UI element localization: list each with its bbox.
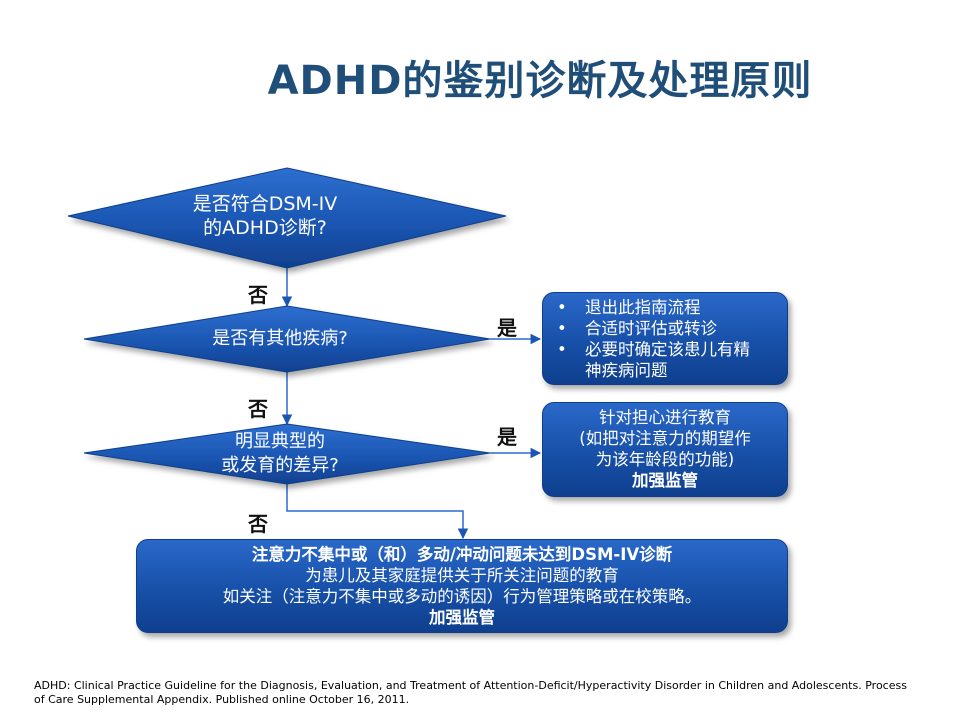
education-line1: 针对担心进行教育 (599, 408, 731, 427)
diamond-dsm-line1: 是否符合DSM-IV (192, 193, 338, 215)
decision-diamond-variation (83, 423, 491, 485)
education-line2: (如把对注意力的期望作 (579, 429, 751, 448)
diamond-variation-line2: 或发育的差异? (221, 455, 339, 476)
subthreshold-box: 注意力不集中或（和）多动/冲动问题未达到DSM-IV诊断 为患儿及其家庭提供关于… (136, 539, 788, 633)
label-yes-1: 是 (497, 316, 517, 340)
label-yes-2: 是 (497, 425, 517, 449)
decision-diamond-other-disease (83, 305, 491, 373)
subthreshold-line1: 注意力不集中或（和）多动/冲动问题未达到DSM-IV诊断 (251, 545, 673, 564)
diamond-variation-text: 明显典型的 或发育的差异? (180, 430, 380, 478)
exit-guideline-box: 退出此指南流程 合适时评估或转诊 必要时确定该患儿有精 神疾病问题 (542, 292, 788, 385)
list-item: 必要时确定该患儿有精 (543, 339, 787, 360)
diamond-other-disease-text: 是否有其他疾病? (212, 328, 348, 349)
diamond-variation-line1: 明显典型的 (235, 431, 325, 452)
label-no-2: 否 (248, 397, 268, 421)
subthreshold-line3: 如关注（注意力不集中或多动的诱因）行为管理策略或在校策略。 (222, 587, 702, 606)
decision-diamond-dsm (67, 167, 507, 269)
education-line3: 为该年龄段的功能) (595, 450, 735, 469)
list-item-continuation: 神疾病问题 (543, 360, 787, 381)
subthreshold-line4: 加强监管 (429, 608, 495, 627)
diamond-dsm-text: 是否符合DSM-IV 的ADHD诊断? (170, 192, 360, 240)
education-box: 针对担心进行教育 (如把对注意力的期望作 为该年龄段的功能) 加强监管 (542, 402, 788, 497)
footnote-citation: ADHD: Clinical Practice Guideline for th… (34, 679, 907, 706)
page-title: ADHD的鉴别诊断及处理原则 (267, 58, 813, 104)
subthreshold-line2: 为患儿及其家庭提供关于所关注问题的教育 (305, 566, 619, 585)
list-item: 合适时评估或转诊 (543, 318, 787, 339)
label-no-1: 否 (248, 283, 268, 307)
list-item-continuation-text: 神疾病问题 (585, 361, 668, 380)
label-no-3: 否 (248, 512, 268, 536)
education-line4: 加强监管 (632, 471, 698, 490)
diamond-dsm-line2: 的ADHD诊断? (203, 217, 327, 239)
connector-d3-box3 (286, 484, 469, 540)
exit-guideline-list: 退出此指南流程 合适时评估或转诊 必要时确定该患儿有精 神疾病问题 (543, 297, 787, 381)
list-item: 退出此指南流程 (543, 297, 787, 318)
